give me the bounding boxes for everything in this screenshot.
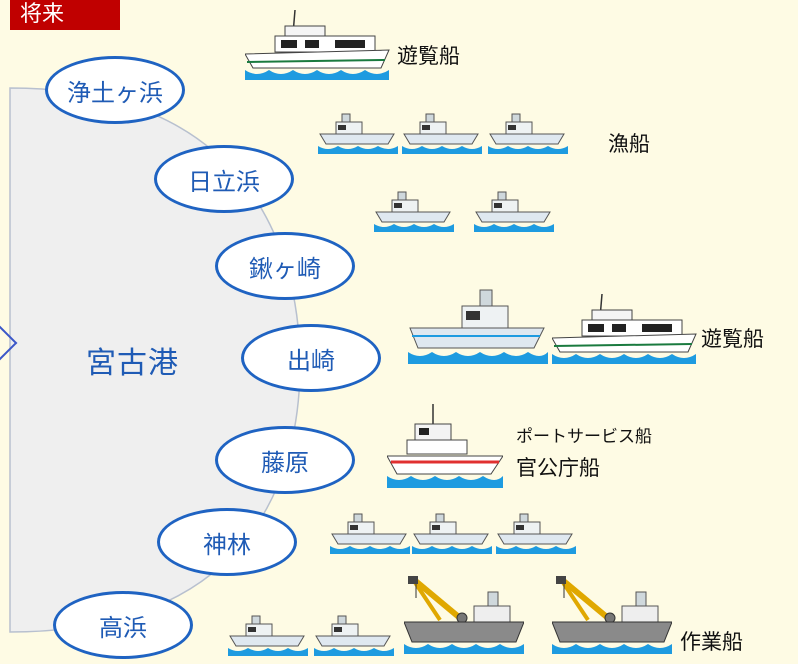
- label-port-service: ポートサービス船: [516, 427, 652, 447]
- area-dezaki: 出崎: [241, 324, 381, 392]
- label-fishing: 漁船: [608, 132, 650, 156]
- area-hitachihama: 日立浜: [154, 145, 294, 213]
- sightseeing-boat-icon: [245, 9, 390, 80]
- port-label: 宮古港: [86, 346, 179, 381]
- fishing-boat-icon: [318, 113, 398, 155]
- sightseeing-boat-icon: [552, 293, 697, 364]
- fishing-boat-icon: [488, 113, 568, 155]
- area-kambayashi: 神林: [157, 508, 297, 576]
- label-sightseeing-2: 遊覧船: [701, 327, 764, 351]
- area-jodogahama: 浄土ヶ浜: [45, 56, 185, 124]
- label-sightseeing-1: 遊覧船: [397, 44, 460, 68]
- area-takahama: 高浜: [53, 591, 193, 659]
- area-kuwagasaki: 鍬ヶ崎: [215, 232, 355, 300]
- crane-work-boat-icon: [552, 572, 672, 654]
- fishing-boat-icon: [402, 113, 482, 155]
- fishing-boat-icon: [496, 513, 576, 555]
- label-work: 作業船: [680, 630, 743, 654]
- area-fujiwara: 藤原: [215, 426, 355, 494]
- future-tag: 将来: [10, 0, 120, 30]
- label-government: 官公庁船: [516, 456, 600, 480]
- crane-work-boat-icon: [404, 572, 524, 654]
- fishing-boat-icon: [412, 513, 492, 555]
- fishing-boat-icon: [314, 615, 394, 657]
- port-service-boat-icon: [387, 402, 503, 488]
- fishing-boat-icon: [228, 615, 308, 657]
- fishing-boat-icon: [374, 191, 454, 233]
- fishing-boat-icon: [330, 513, 410, 555]
- fishing-boat-icon: [408, 289, 548, 364]
- fishing-boat-icon: [474, 191, 554, 233]
